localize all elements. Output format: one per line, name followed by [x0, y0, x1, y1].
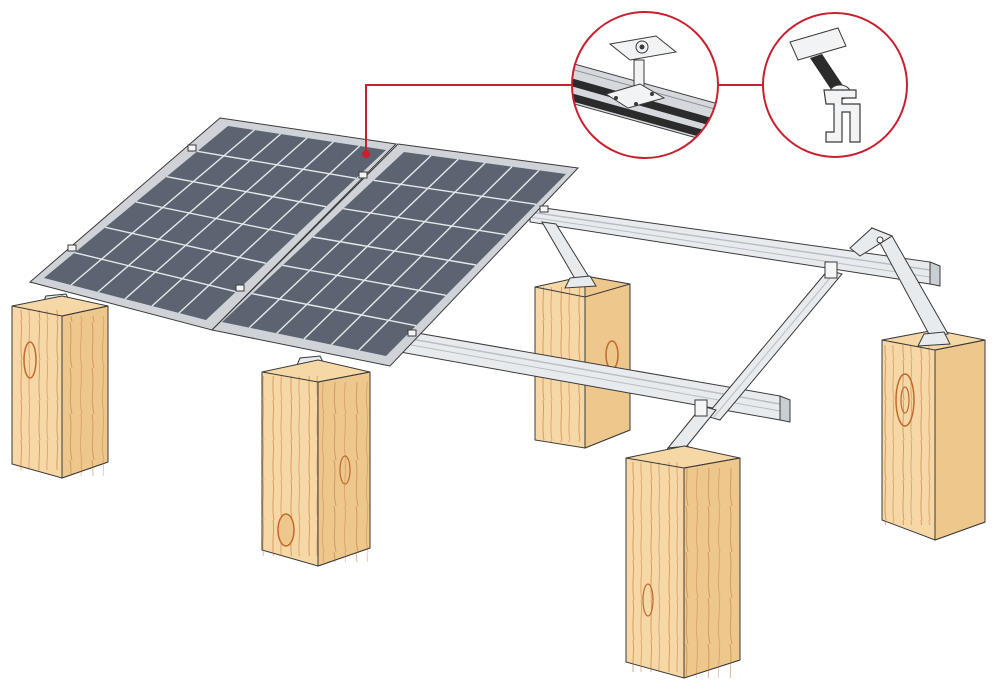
panel-clamp	[67, 144, 549, 337]
rear-leg-left	[541, 221, 593, 285]
rail-front	[399, 329, 791, 423]
wood-block-front-right	[625, 445, 741, 679]
callout-leader	[362, 84, 763, 158]
wood-block-front-mid	[261, 359, 371, 567]
wood-block-back-right	[881, 329, 986, 541]
rail-clamp	[694, 261, 838, 417]
rear-leg-right	[849, 227, 949, 337]
rail-profile-detail	[762, 12, 908, 158]
mid-clamp-detail	[571, 11, 719, 159]
solar-panel-left	[28, 117, 398, 331]
rail-back	[529, 205, 941, 287]
solar-panel-right	[210, 143, 580, 367]
front-leg-right	[667, 405, 717, 453]
wood-block-front-left	[11, 295, 109, 479]
